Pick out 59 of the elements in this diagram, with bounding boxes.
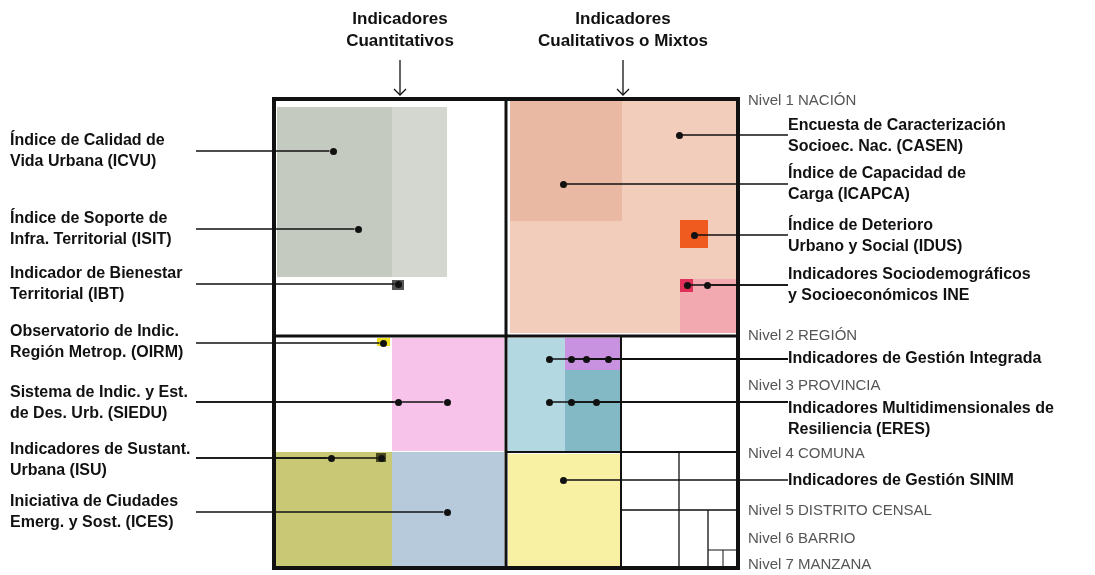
leader-line bbox=[195, 401, 445, 403]
indicator-label: Sistema de Indic. y Est. de Des. Urb. (SIEDU) bbox=[10, 381, 196, 423]
leader-line bbox=[195, 511, 445, 513]
dot-marker bbox=[567, 355, 575, 363]
leader-line bbox=[696, 234, 789, 236]
indicator-label: Observatorio de Indic. Región Metrop. (OIRM) bbox=[10, 320, 196, 362]
dot-marker bbox=[675, 131, 683, 139]
leader-line bbox=[565, 183, 789, 185]
level-label: Nivel 3 PROVINCIA bbox=[748, 376, 881, 394]
dot-marker bbox=[327, 454, 335, 462]
arrow bbox=[616, 59, 630, 96]
indicator-label: Índice de Deterioro Urbano y Social (IDUS) bbox=[788, 214, 980, 256]
dot-marker bbox=[592, 398, 600, 406]
column-heading: Indicadores Cualitativos o Mixtos bbox=[528, 8, 718, 52]
dot-marker bbox=[377, 454, 385, 462]
dot-marker bbox=[394, 398, 402, 406]
dot-marker bbox=[703, 281, 711, 289]
leader-line bbox=[195, 342, 381, 344]
dot-marker bbox=[443, 508, 451, 516]
dot-marker bbox=[329, 147, 337, 155]
dot-marker bbox=[582, 355, 590, 363]
dot-marker bbox=[683, 281, 691, 289]
column-heading: Indicadores Cuantitativos bbox=[320, 8, 480, 52]
indicator-label: Índice de Calidad de Vida Urbana (ICVU) bbox=[10, 129, 196, 171]
dot-marker bbox=[443, 398, 451, 406]
level-label: Nivel 1 NACIÓN bbox=[748, 91, 857, 109]
indicator-label: Indicadores Sociodemográficos y Socioeconómicos INE bbox=[788, 263, 1040, 305]
indicator-label: Indicadores de Gestión SINIM bbox=[788, 469, 1088, 490]
leader-line bbox=[195, 150, 331, 152]
leader-line bbox=[709, 284, 789, 286]
indicator-label: Indicador de Bienestar Territorial (IBT) bbox=[10, 262, 196, 304]
arrow bbox=[393, 59, 407, 96]
indicator-label: Indicadores de Gestión Integrada bbox=[788, 347, 1088, 368]
leader-line bbox=[681, 134, 789, 136]
dot-marker bbox=[545, 398, 553, 406]
dot-marker bbox=[604, 355, 612, 363]
leader-line bbox=[195, 283, 396, 285]
indicator-label: Indicadores Multidimensionales de Resiliencia (ERES) bbox=[788, 397, 1062, 439]
indicator-label: Iniciativa de Ciudades Emerg. y Sost. (ICES) bbox=[10, 490, 196, 532]
indicator-label: Indicadores de Sustant. Urbana (ISU) bbox=[10, 438, 196, 480]
dot-marker bbox=[379, 339, 387, 347]
leader-line bbox=[195, 228, 356, 230]
indicator-label: Índice de Capacidad de Carga (ICAPCA) bbox=[788, 162, 968, 204]
dot-marker bbox=[354, 225, 362, 233]
dot-marker bbox=[559, 180, 567, 188]
dot-marker bbox=[559, 476, 567, 484]
dot-marker bbox=[567, 398, 575, 406]
level-label: Nivel 5 DISTRITO CENSAL bbox=[748, 501, 932, 519]
leader-line bbox=[565, 479, 789, 481]
indicator-label: Índice de Soporte de Infra. Territorial (ISIT) bbox=[10, 207, 196, 249]
leader-line bbox=[195, 457, 379, 459]
level-label: Nivel 4 COMUNA bbox=[748, 444, 865, 462]
dot-marker bbox=[690, 231, 698, 239]
indicator-label: Encuesta de Caracterización Socioec. Nac. (CASEN) bbox=[788, 114, 1016, 156]
level-label: Nivel 7 MANZANA bbox=[748, 555, 872, 573]
level-label: Nivel 2 REGIÓN bbox=[748, 326, 858, 344]
dot-marker bbox=[394, 280, 402, 288]
level-label: Nivel 6 BARRIO bbox=[748, 529, 856, 547]
dot-marker bbox=[545, 355, 553, 363]
